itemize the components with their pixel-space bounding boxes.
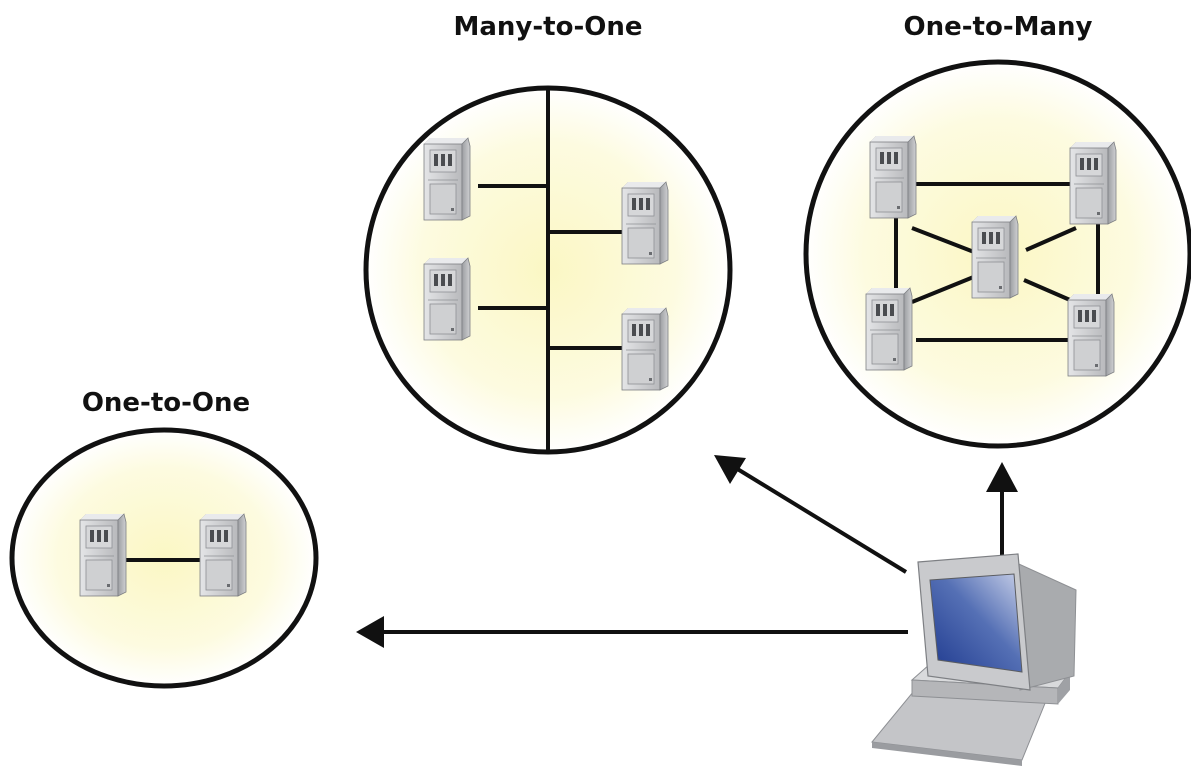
many-to-one-title: Many-to-One [453,12,643,42]
server-tower-icon [1067,293,1115,377]
server-tower-icon [423,137,471,221]
link-line [1025,226,1077,252]
many-to-one-group [363,85,733,455]
server-tower-icon [869,135,917,219]
one-to-one-group [9,427,319,689]
server-tower-icon [79,513,127,597]
server-tower-icon [199,513,247,597]
arrowhead-icon [986,462,1018,492]
server-tower-icon [971,215,1019,299]
arrowhead-icon [356,616,384,648]
link-line [911,274,977,304]
one-to-one-title: One-to-One [81,388,251,418]
server-tower-icon [621,181,669,265]
link-line [911,226,975,254]
arrows [356,455,1018,648]
link-line [1023,278,1071,302]
one-to-many-title: One-to-Many [903,12,1093,42]
arrowhead-icon [714,455,746,484]
arrow-to-many-to-one [724,460,908,574]
server-tower-icon [423,257,471,341]
server-tower-icon [865,287,913,371]
one-to-many-group [803,59,1191,449]
server-tower-icon [1069,141,1117,225]
desktop-computer-icon [871,553,1077,766]
server-tower-icon [621,307,669,391]
